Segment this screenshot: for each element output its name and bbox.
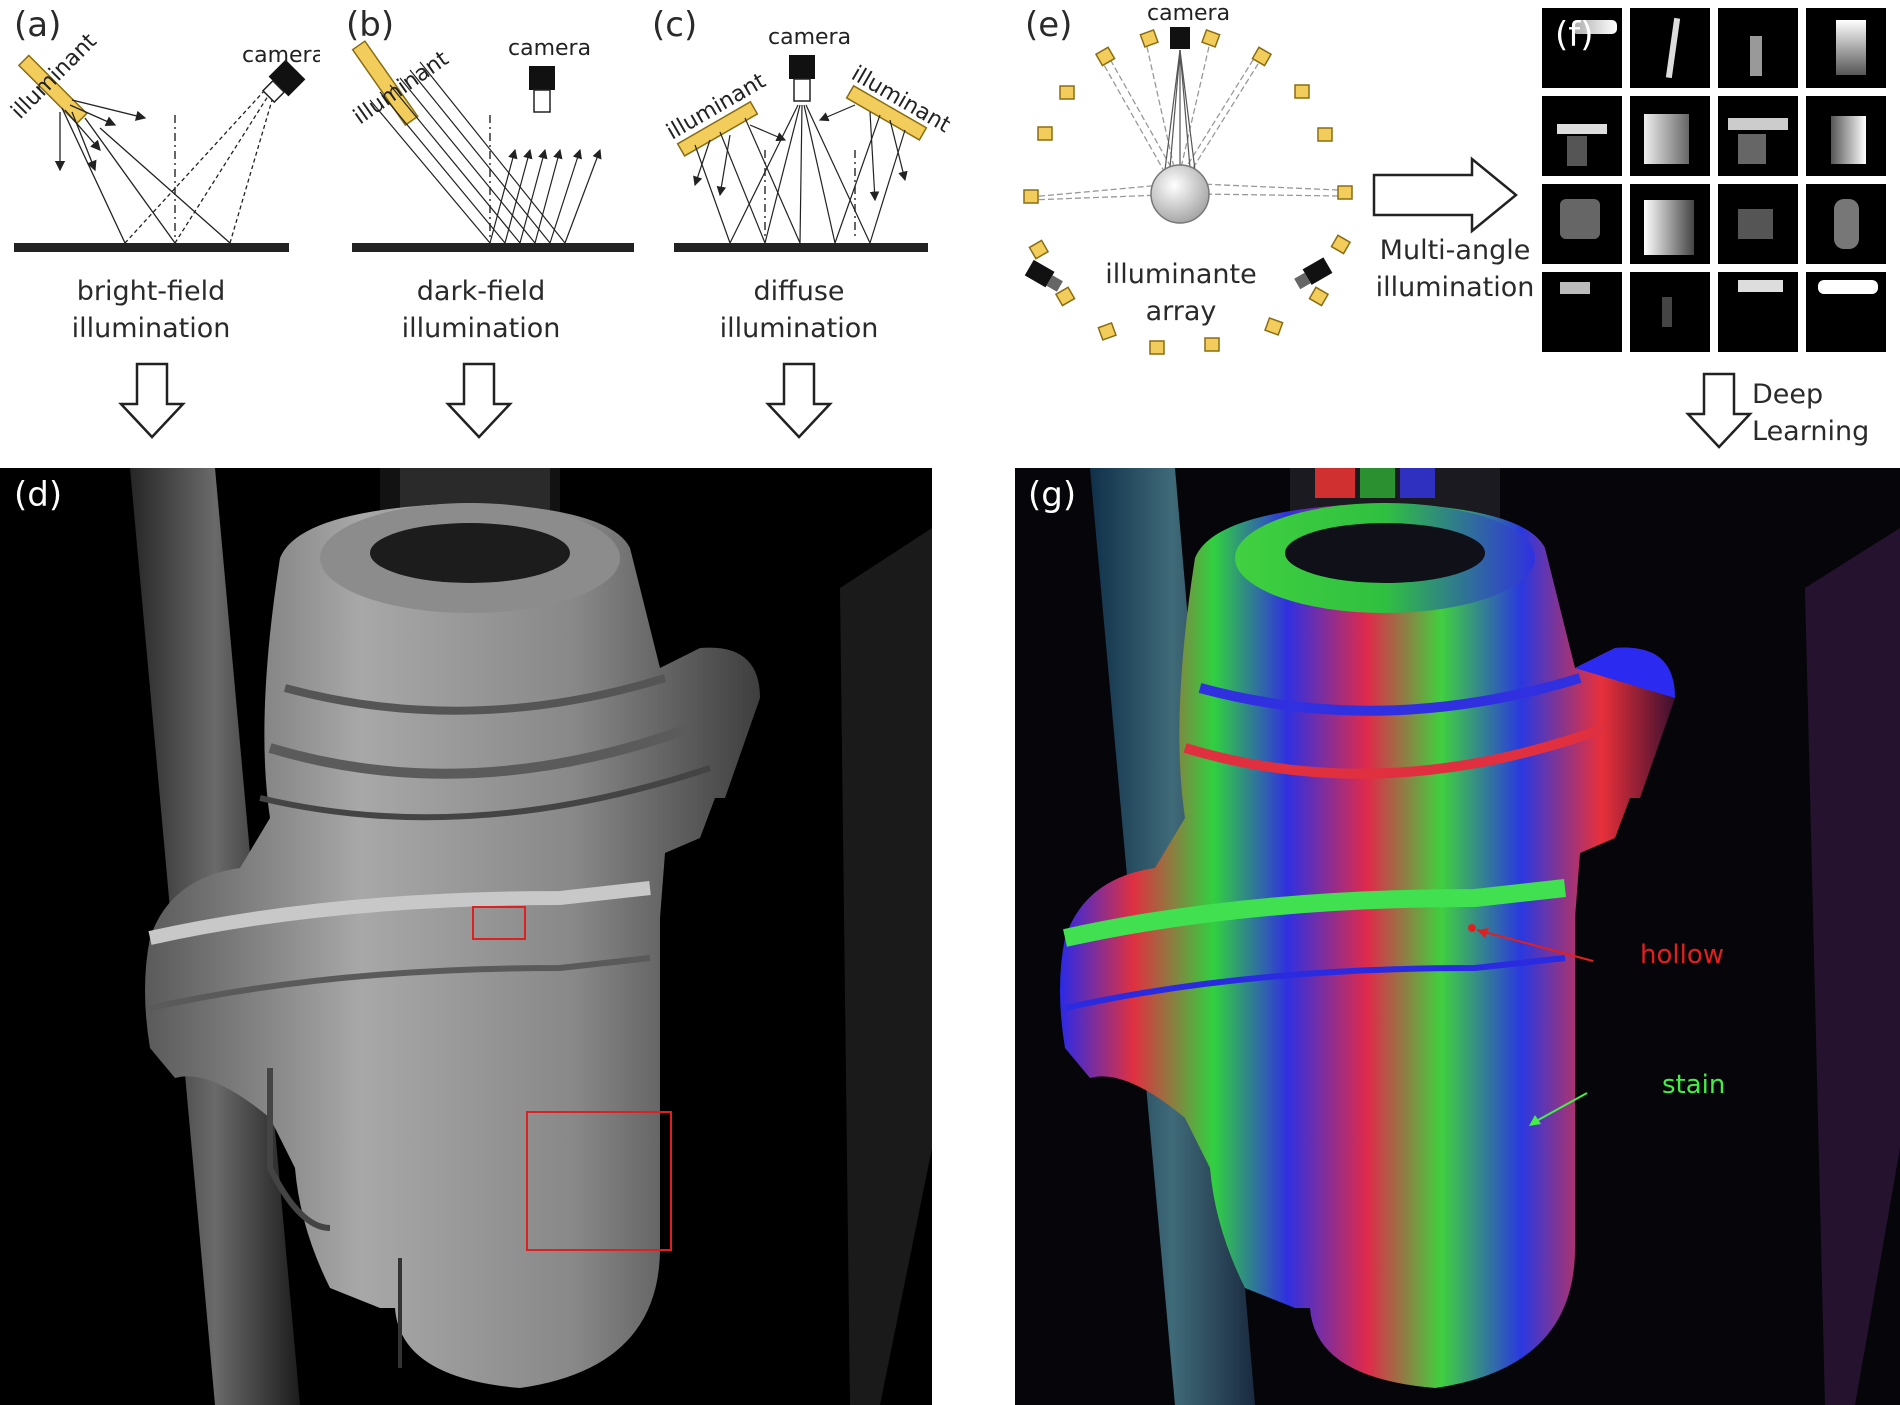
sphere xyxy=(1150,164,1210,224)
thumbnail xyxy=(1542,8,1622,88)
hollow-annotation: hollow xyxy=(1640,940,1725,970)
illuminant-bar xyxy=(17,54,88,125)
thumbnail xyxy=(1806,8,1886,88)
panel-d-label: (d) xyxy=(14,475,63,515)
panel-e-label: (e) xyxy=(1025,5,1073,45)
thumbnail xyxy=(1542,184,1622,264)
grayscale-image xyxy=(0,468,932,1405)
defect-box-hollow xyxy=(472,906,526,940)
thumbnail xyxy=(1718,96,1798,176)
down-arrow-c xyxy=(765,362,833,439)
thumbnail xyxy=(1718,184,1798,264)
illuminant-array-diagram: camera xyxy=(1023,1,1353,355)
panel-c-label: (c) xyxy=(652,5,698,45)
camera-icon xyxy=(529,66,555,113)
camera-text-a: camera xyxy=(242,43,320,68)
thumbnail-grid xyxy=(1542,8,1894,360)
camera-icon xyxy=(261,59,306,104)
right-arrow-multi-angle xyxy=(1372,156,1518,234)
surface xyxy=(352,243,634,252)
illuminant-bar xyxy=(351,40,419,127)
panel-a-label: (a) xyxy=(14,5,62,45)
illuminant-text-a: illuminant xyxy=(7,29,103,125)
panel-b-label: (b) xyxy=(346,5,395,45)
thumbnail xyxy=(1806,96,1886,176)
panel-f-label: (f) xyxy=(1555,15,1594,55)
surface xyxy=(14,243,289,252)
stain-annotation: stain xyxy=(1662,1070,1726,1100)
diffuse-diagram: camera illuminant illuminant xyxy=(663,25,950,252)
down-arrow-deep-learning xyxy=(1685,372,1753,449)
panel-g-label: (g) xyxy=(1028,475,1077,515)
thumbnail xyxy=(1806,272,1886,352)
side-camera-right-icon xyxy=(1294,257,1333,290)
thumbnail xyxy=(1718,8,1798,88)
deep-learning-normal-map-image xyxy=(1015,468,1900,1405)
thumbnail xyxy=(1630,184,1710,264)
camera-text-e: camera xyxy=(1147,1,1230,26)
down-arrow-b xyxy=(445,362,513,439)
down-arrow-a xyxy=(118,362,186,439)
thumbnail xyxy=(1806,184,1886,264)
surface xyxy=(674,243,928,252)
side-camera-left-icon xyxy=(1024,259,1063,292)
thumbnail xyxy=(1542,96,1622,176)
thumbnail xyxy=(1630,8,1710,88)
camera-text-b: camera xyxy=(508,36,591,61)
defect-box-stain xyxy=(526,1111,672,1251)
bright-field-diagram: camera illuminant xyxy=(7,29,320,252)
thumbnail xyxy=(1630,96,1710,176)
camera-icon xyxy=(1170,27,1190,49)
thumbnail xyxy=(1630,272,1710,352)
dark-field-diagram: camera illuminant xyxy=(349,36,634,252)
thumbnail xyxy=(1718,272,1798,352)
camera-text-c: camera xyxy=(768,25,851,50)
illuminant-bar-right xyxy=(845,84,928,141)
camera-icon xyxy=(789,55,815,102)
thumbnail xyxy=(1542,272,1622,352)
